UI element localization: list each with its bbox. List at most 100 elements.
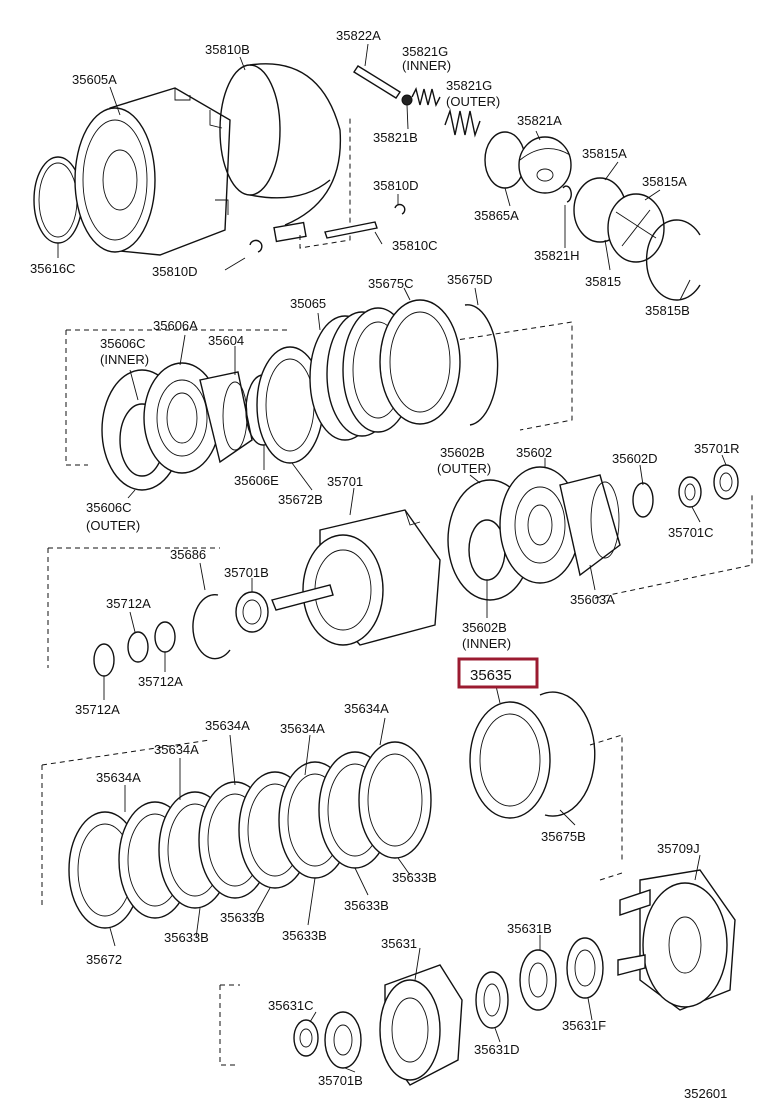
part-35675B-ring: [539, 691, 596, 817]
label-35865A: 35865A: [474, 208, 519, 223]
highlight-box-35635: [457, 657, 539, 689]
part-35815B-ring: [645, 219, 701, 301]
part-35065-discs: [309, 307, 414, 441]
label-35634A-4: 35634A: [154, 742, 199, 757]
label-35675D: 35675D: [447, 272, 493, 287]
label-35815A-2: 35815A: [642, 174, 687, 189]
label-35633B-2: 35633B: [344, 898, 389, 913]
label-35821G-inner-note: (INNER): [402, 58, 451, 73]
bracket-clutch-top: [65, 321, 573, 466]
part-35602-piston: [499, 466, 581, 584]
label-35701C: 35701C: [668, 525, 714, 540]
label-35606C-inner: 35606C: [100, 336, 146, 351]
label-35633B-3: 35633B: [282, 928, 327, 943]
label-35603A: 35603A: [570, 592, 615, 607]
label-35606A: 35606A: [153, 318, 198, 333]
label-35810D-bottom: 35810D: [152, 264, 198, 279]
bracket-mid: [47, 495, 753, 668]
part-35701C-washer: [678, 476, 702, 508]
label-35821G-outer-note: (OUTER): [446, 94, 500, 109]
label-35606E: 35606E: [234, 473, 279, 488]
label-35606C-outer-note: (OUTER): [86, 518, 140, 533]
part-35810D-clip: [249, 239, 263, 253]
part-35821H-clip: [562, 185, 572, 203]
label-35810B: 35810B: [205, 42, 250, 57]
label-35631: 35631: [381, 936, 417, 951]
label-35701: 35701: [327, 474, 363, 489]
part-35605A-drum: [74, 87, 231, 256]
label-35712A-2: 35712A: [138, 674, 183, 689]
bracket-band: [299, 118, 351, 249]
part-35821G-outer-spring: [444, 108, 481, 138]
part-35701B-washer-mid: [235, 591, 269, 633]
part-35821G-inner-spring: [411, 86, 441, 108]
label-35605A: 35605A: [72, 72, 117, 87]
part-35635-plate: [469, 701, 551, 819]
label-35606C-inner-note: (INNER): [100, 352, 149, 367]
part-35821B-washer: [401, 94, 413, 106]
part-35631-drum: [379, 964, 463, 1086]
label-35602: 35602: [516, 445, 552, 460]
label-35672: 35672: [86, 952, 122, 967]
label-35686: 35686: [170, 547, 206, 562]
label-35815A-1: 35815A: [582, 146, 627, 161]
label-35602D: 35602D: [612, 451, 658, 466]
label-35606C-outer: 35606C: [86, 500, 132, 515]
label-35821B: 35821B: [373, 130, 418, 145]
label-35634A-3: 35634A: [344, 701, 389, 716]
label-35634A-5: 35634A: [96, 770, 141, 785]
label-35675C: 35675C: [368, 276, 414, 291]
part-35631C-washer: [293, 1019, 319, 1057]
label-35810D-top: 35810D: [373, 178, 419, 193]
part-35821A-piston: [518, 136, 572, 194]
part-35701R-bearing: [713, 464, 739, 500]
label-35635: 35635: [470, 667, 512, 684]
label-35634A-2: 35634A: [280, 721, 325, 736]
label-35631B: 35631B: [507, 921, 552, 936]
label-35633B-1: 35633B: [392, 870, 437, 885]
label-35822A: 35822A: [336, 28, 381, 43]
part-35603A-retainer: [559, 474, 621, 577]
part-35602D-clip: [632, 482, 654, 518]
label-35633B-5: 35633B: [164, 930, 209, 945]
leader-lines: [57, 43, 727, 1073]
label-35631C: 35631C: [268, 998, 314, 1013]
label-35616C: 35616C: [30, 261, 76, 276]
label-35631D: 35631D: [474, 1042, 520, 1057]
part-disc-stack: [68, 741, 432, 929]
label-35821A: 35821A: [517, 113, 562, 128]
label-35821G-inner: 35821G: [402, 44, 448, 59]
label-35821G-outer: 35821G: [446, 78, 492, 93]
label-35602B-outer: 35602B: [440, 445, 485, 460]
label-35602B-outer-note: (OUTER): [437, 461, 491, 476]
label-35712A-1: 35712A: [106, 596, 151, 611]
part-35631B-bearing: [519, 949, 557, 1011]
label-35815: 35815: [585, 274, 621, 289]
label-35675B: 35675B: [541, 829, 586, 844]
bracket-discs: [41, 734, 623, 905]
label-35712A-3: 35712A: [75, 702, 120, 717]
part-35675D-ring: [464, 304, 499, 426]
part-35631D-washer: [475, 971, 509, 1029]
part-35701B-bearing-bottom: [324, 1011, 362, 1069]
part-35686-ring: [192, 593, 231, 660]
label-35065: 35065: [290, 296, 326, 311]
label-35701B-bottom: 35701B: [318, 1073, 363, 1088]
part-35675C-plate: [379, 299, 461, 425]
diagram-id: 352601: [684, 1086, 727, 1101]
label-35709J: 35709J: [657, 841, 700, 856]
label-35602B-inner-note: (INNER): [462, 636, 511, 651]
label-35821H: 35821H: [534, 248, 580, 263]
label-35701R: 35701R: [694, 441, 740, 456]
part-35815-cover: [573, 177, 665, 263]
label-35634A-1: 35634A: [205, 718, 250, 733]
label-35815B: 35815B: [645, 303, 690, 318]
part-35810C-pin: [324, 221, 378, 239]
label-35602B-inner: 35602B: [462, 620, 507, 635]
label-35672B: 35672B: [278, 492, 323, 507]
part-35810B-band: [219, 63, 342, 243]
label-35701B-mid: 35701B: [224, 565, 269, 580]
part-35810D-clip-top: [394, 203, 406, 215]
label-35631F: 35631F: [562, 1018, 606, 1033]
